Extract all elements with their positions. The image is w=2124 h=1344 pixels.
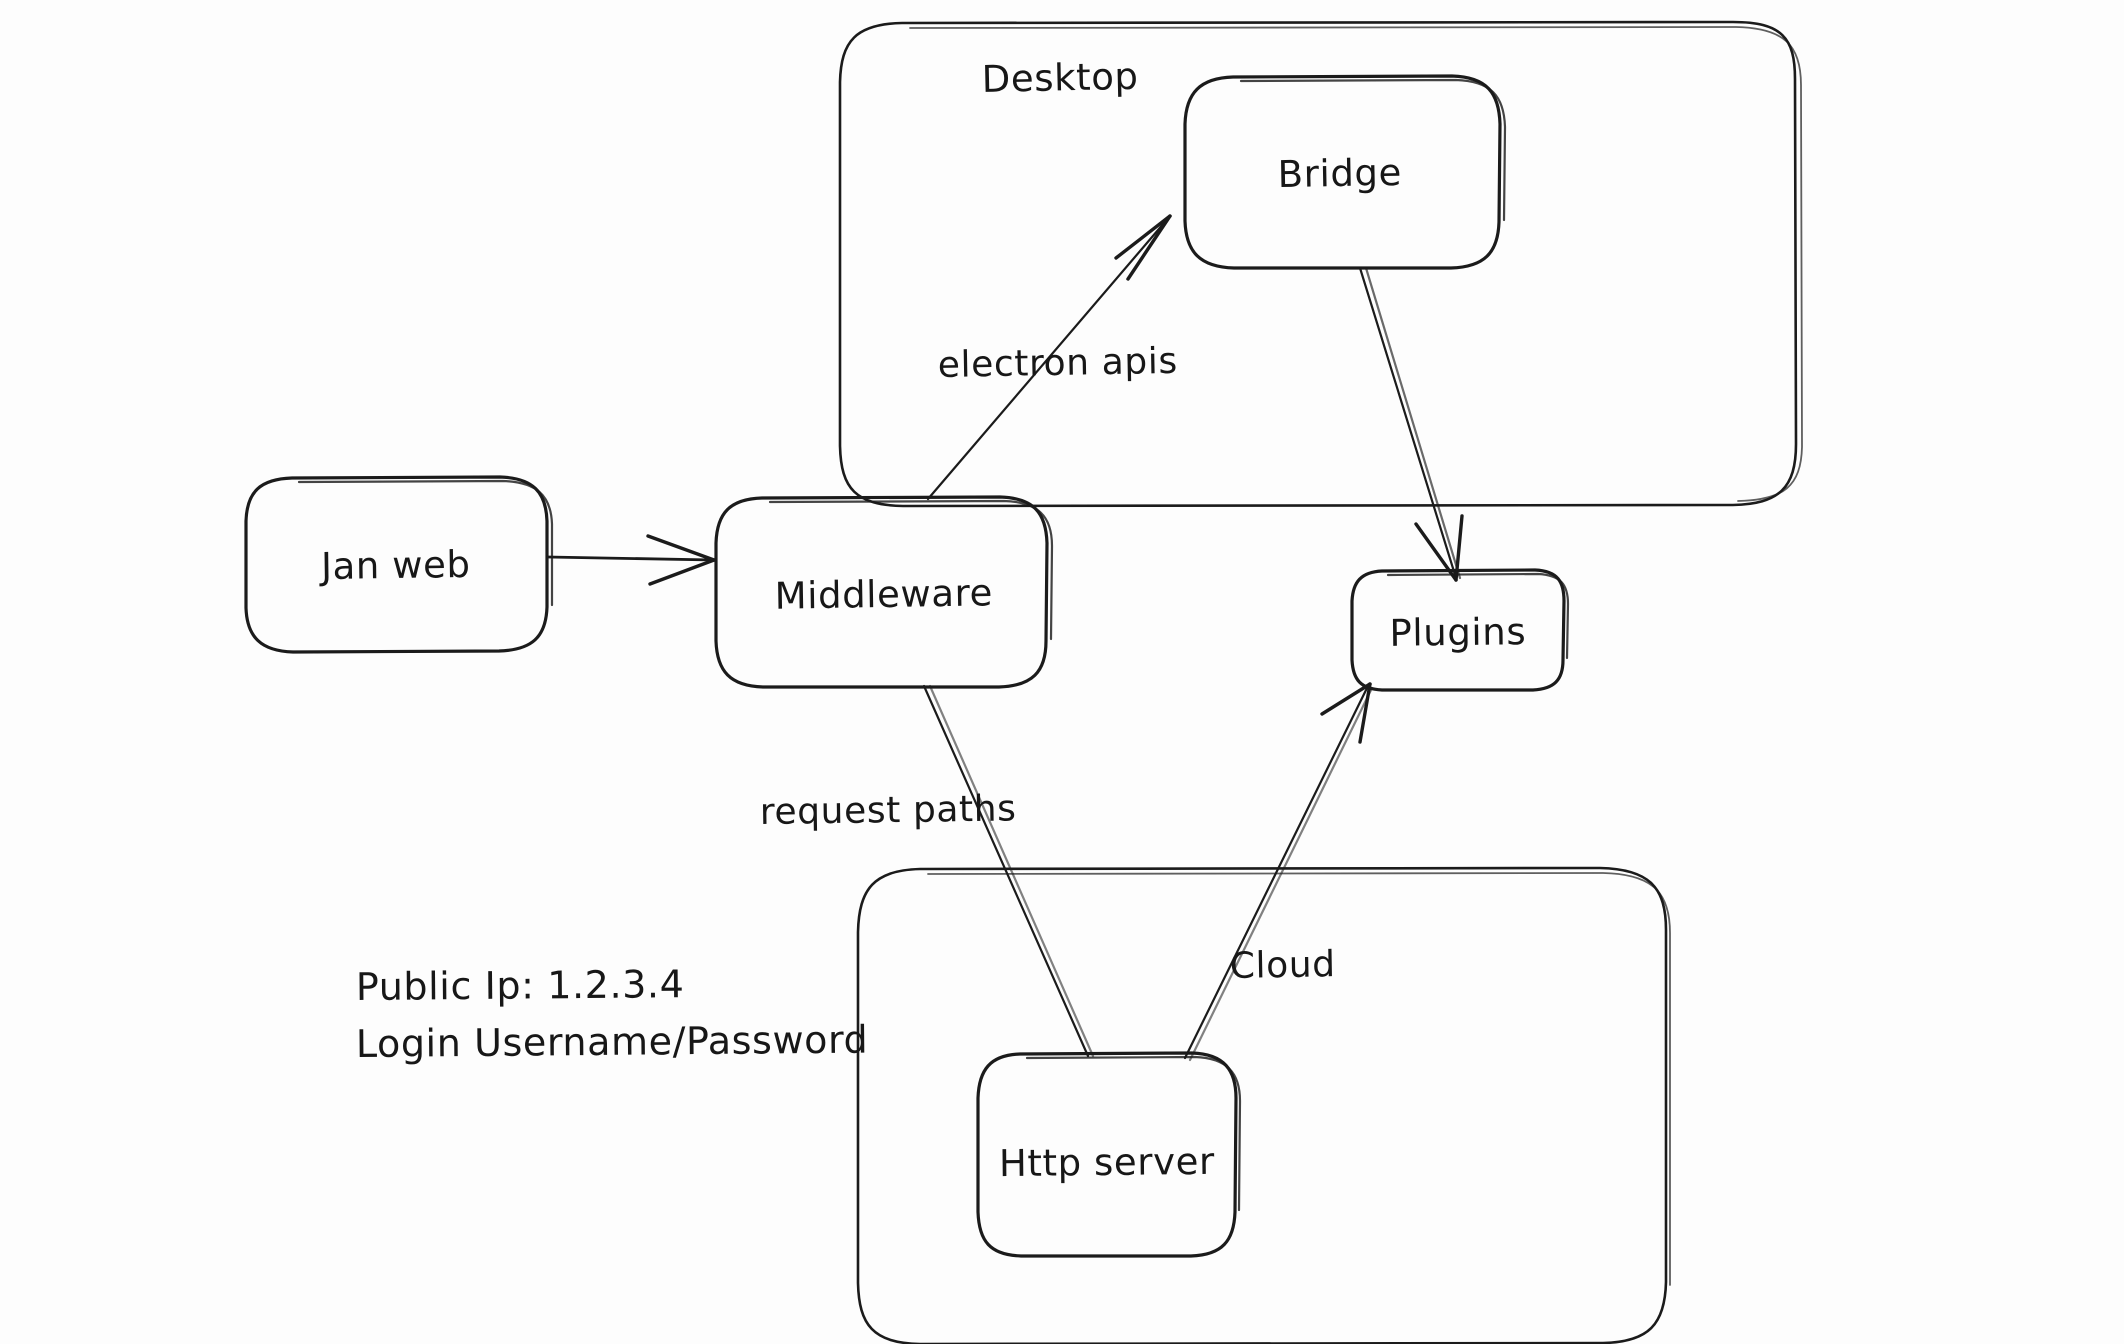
node-jan-web-label: Jan web [319, 543, 471, 588]
node-middleware[interactable] [714, 495, 1054, 689]
edge-middleware-to-bridge [926, 214, 1172, 501]
node-http-server-label: Http server [999, 1140, 1215, 1185]
node-plugins-label: Plugins [1389, 610, 1526, 655]
edge-middleware-to-http-server [922, 684, 1095, 1058]
edge-label-request-paths: request paths [760, 788, 1017, 833]
container-desktop-label: Desktop [981, 55, 1139, 101]
edge-label-electron-apis: electron apis [937, 341, 1178, 386]
container-desktop [838, 20, 1803, 508]
container-cloud-group [856, 866, 1671, 1344]
node-middleware-label: Middleware [774, 571, 993, 617]
node-plugins[interactable] [1350, 568, 1570, 692]
edge-bridge-to-plugins [1358, 266, 1464, 582]
edge-label-cloud: Cloud [1229, 944, 1336, 987]
node-http-server[interactable] [976, 1051, 1242, 1258]
node-jan-web[interactable] [244, 475, 554, 654]
note-public-ip: Public Ip: 1.2.3.4 [356, 962, 685, 1009]
edge-http-server-to-plugins [1183, 682, 1374, 1062]
note-login-credentials: Login Username/Password [356, 1018, 869, 1066]
edge-jan-web-to-middleware [546, 534, 716, 586]
node-bridge-label: Bridge [1277, 151, 1402, 196]
node-bridge[interactable] [1183, 74, 1507, 270]
